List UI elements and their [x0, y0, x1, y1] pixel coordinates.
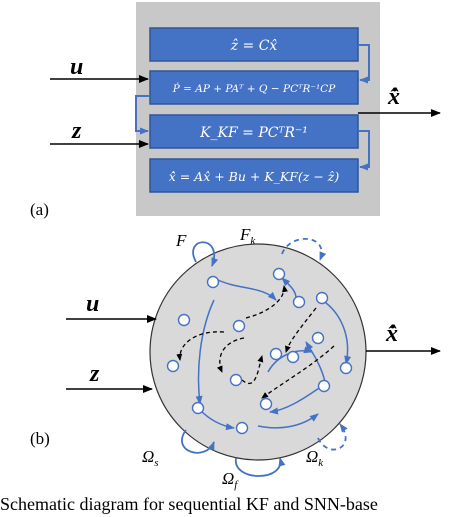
neuron [286, 350, 300, 364]
panel-a-label: (a) [30, 200, 49, 219]
label-omega-k: Ωk [306, 447, 324, 469]
dashed-connection [241, 355, 264, 384]
snn-population [149, 243, 367, 461]
neuron [235, 421, 249, 435]
blue-connection [257, 413, 319, 429]
label-fk: Fk [239, 225, 256, 247]
panel-b-label: (b) [30, 429, 50, 448]
panel-b: F Fk Ωs Ωf Ωk u z x̂̇ [66, 225, 441, 491]
connector-block2-block3 [135, 95, 150, 135]
label-f: F [175, 231, 187, 250]
block-riccati-text: Ṗ = AP + PAᵀ + Q − PCᵀR⁻¹CP [172, 81, 337, 95]
blue-connection [195, 299, 215, 405]
blue-connection [321, 299, 352, 365]
label-omega-f: Ωf [222, 469, 239, 491]
neuron [272, 267, 286, 281]
neuron [229, 373, 243, 387]
neuron [292, 295, 306, 309]
block-kalman-gain-text: K_KF = PCᵀR⁻¹ [199, 125, 308, 141]
neurons [166, 267, 353, 435]
loop-omega-s [181, 429, 215, 454]
panel-a: ẑ = Cx̂ Ṗ = AP + PAᵀ + Q − PCᵀR⁻¹CP K_KF… [50, 2, 441, 216]
neuron [339, 361, 353, 375]
dashed-connection [261, 345, 335, 399]
dashed-connection [245, 285, 288, 319]
label-omega-f-sub: f [234, 479, 239, 491]
neuron [269, 347, 283, 361]
blue-connection [281, 277, 297, 299]
panel-b-input-z: z [89, 361, 100, 387]
loop-f [192, 241, 219, 267]
neuron [317, 379, 331, 393]
neuron [177, 313, 191, 327]
neuron [191, 401, 205, 415]
block-state-update [149, 158, 359, 193]
block-state-update-text: x̂̇ = Ax̂ + Bu + K_KF(z − ẑ) [169, 169, 340, 184]
block-kalman-gain [149, 114, 359, 149]
dashed-connection [285, 307, 317, 353]
label-omega-f-main: Ω [222, 469, 234, 488]
loop-omega-f [235, 457, 286, 477]
loop-fk [281, 238, 327, 261]
block-measurement-text: ẑ = Cx̂ [230, 37, 278, 54]
connector-block3-block4 [358, 130, 370, 171]
connector-block1-block2 [358, 44, 370, 84]
neuron [259, 397, 273, 411]
neuron [166, 359, 180, 373]
neuron [232, 319, 246, 333]
block-riccati [149, 70, 359, 105]
loop-omega-k [317, 423, 348, 451]
blue-connection [269, 385, 323, 415]
label-omega-k-sub: k [318, 457, 324, 469]
panel-a-input-z: z [71, 118, 82, 144]
block-measurement [149, 27, 359, 62]
label-fk-main: F [239, 225, 251, 244]
blue-connection [217, 279, 277, 301]
label-omega-s: Ωs [142, 447, 159, 469]
panel-a-output: x̂̇ [387, 84, 400, 110]
panel-b-input-u: u [86, 291, 99, 317]
panel-b-output: x̂̇ [385, 321, 398, 347]
dashed-connection [176, 331, 225, 361]
label-omega-k-main: Ω [306, 447, 318, 466]
panel-a-input-u: u [70, 54, 83, 80]
neuron [206, 275, 220, 289]
neuron [311, 331, 325, 345]
label-omega-s-main: Ω [142, 447, 154, 466]
dashed-connection [216, 337, 245, 373]
blue-connection [199, 409, 235, 431]
label-omega-s-sub: s [154, 457, 158, 469]
label-fk-sub: k [250, 235, 256, 247]
figure-caption: Schematic diagram for sequential KF and … [0, 494, 378, 514]
neuron [315, 291, 329, 305]
